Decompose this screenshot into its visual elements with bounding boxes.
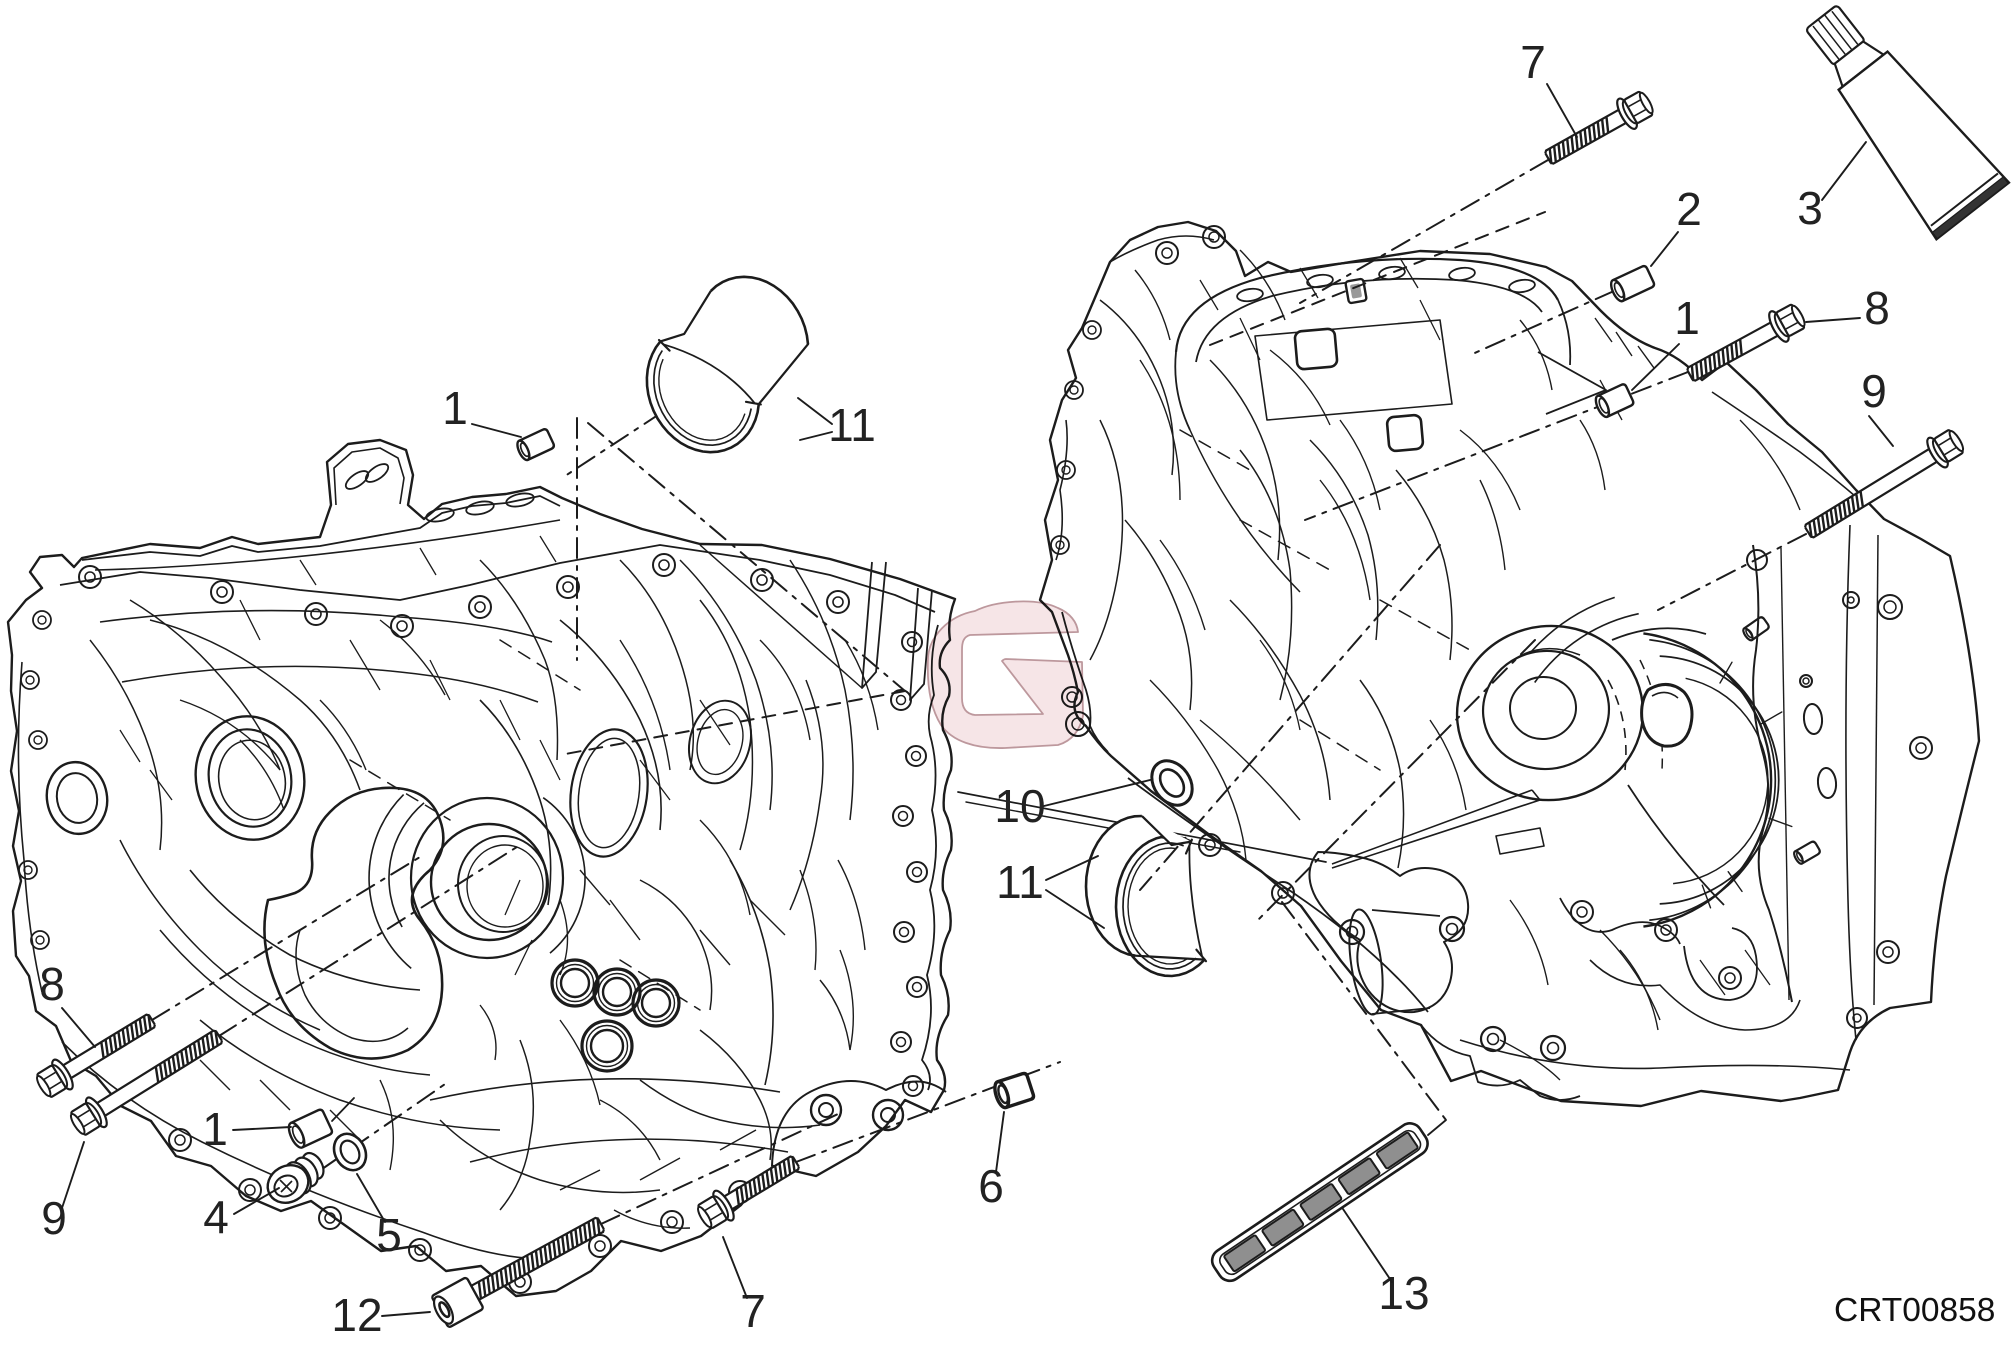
svg-text:11: 11 <box>996 856 1044 908</box>
svg-text:9: 9 <box>1861 365 1887 417</box>
svg-text:CRT00858: CRT00858 <box>1834 1292 1995 1329</box>
svg-text:3: 3 <box>1797 182 1823 234</box>
svg-text:7: 7 <box>1520 36 1546 88</box>
svg-text:12: 12 <box>331 1289 382 1341</box>
svg-text:6: 6 <box>978 1160 1004 1212</box>
svg-text:9: 9 <box>41 1192 67 1244</box>
svg-text:8: 8 <box>39 958 65 1010</box>
svg-text:8: 8 <box>1864 282 1890 334</box>
svg-text:1: 1 <box>442 382 468 434</box>
svg-text:1: 1 <box>202 1103 228 1155</box>
svg-text:4: 4 <box>203 1191 229 1243</box>
svg-text:10: 10 <box>994 780 1045 832</box>
svg-text:1: 1 <box>1674 292 1700 344</box>
svg-text:5: 5 <box>376 1209 402 1261</box>
svg-text:11: 11 <box>828 399 876 451</box>
svg-text:2: 2 <box>1676 183 1702 235</box>
